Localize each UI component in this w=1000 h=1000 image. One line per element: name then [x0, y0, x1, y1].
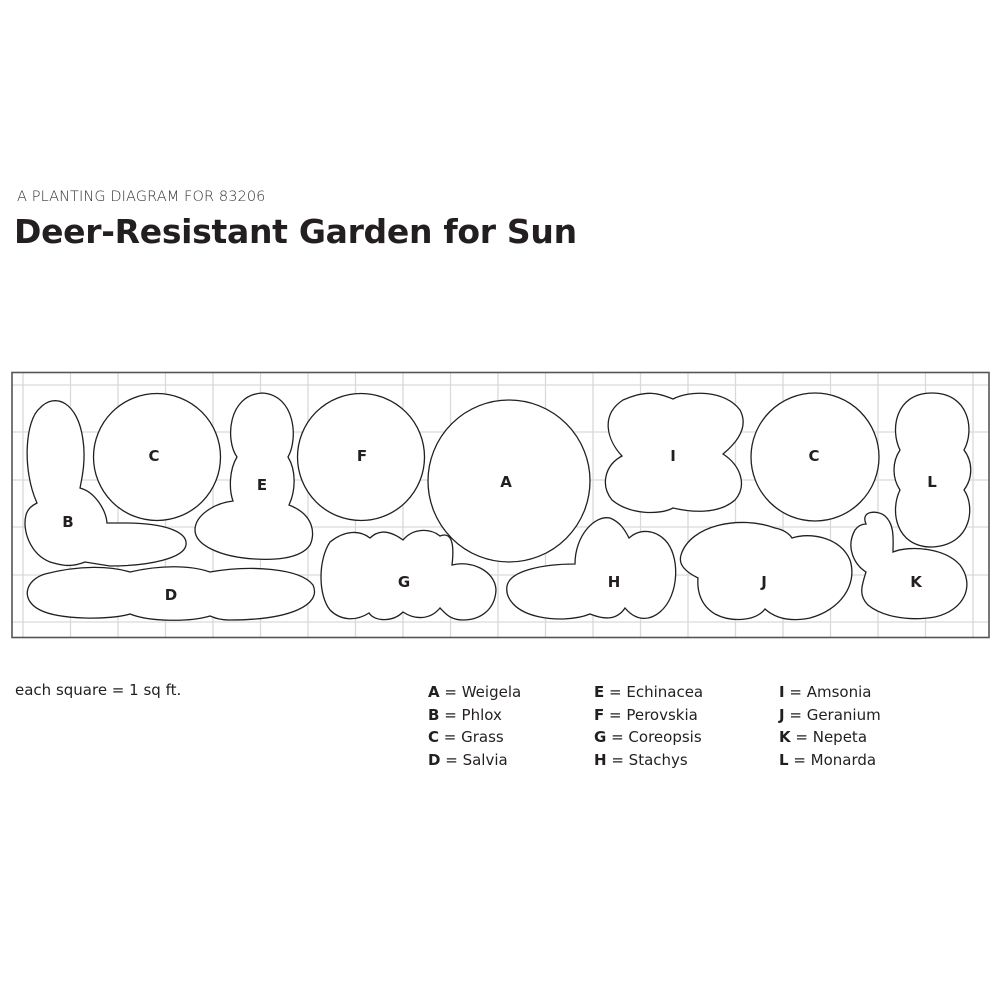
legend-separator: =: [439, 728, 462, 746]
legend-value: Stachys: [628, 750, 688, 769]
label-l: L: [927, 473, 937, 491]
legend-key: H: [594, 750, 607, 769]
legend-item: E = Echinacea: [594, 681, 703, 704]
legend-item: F = Perovskia: [594, 704, 703, 727]
legend-separator: =: [788, 750, 811, 769]
legend-value: Monarda: [810, 750, 877, 769]
scale-note: each square = 1 sq ft.: [15, 681, 182, 699]
label-b: B: [62, 513, 73, 531]
label-i: I: [670, 447, 676, 465]
bed-g-coreopsis: [320, 529, 497, 621]
legend-key: E: [594, 683, 605, 701]
legend-separator: =: [439, 683, 462, 701]
legend-column-1: A = Weigela B = Phlox C = Grass D = Salv…: [428, 681, 521, 771]
label-a: A: [500, 473, 512, 491]
legend-key: B: [428, 705, 440, 724]
bed-e-echinacea: [194, 392, 314, 560]
legend-value: Geranium: [806, 705, 881, 724]
legend-key: I: [779, 683, 785, 701]
legend-separator: =: [604, 705, 627, 724]
legend-item: I = Amsonia: [779, 681, 881, 704]
legend-key: J: [779, 705, 785, 724]
label-j: J: [760, 573, 767, 591]
legend-separator: =: [790, 728, 813, 746]
legend-value: Coreopsis: [628, 728, 702, 746]
bed-c-grass-1: [92, 392, 222, 522]
label-k: K: [910, 573, 923, 591]
label-d: D: [165, 586, 177, 604]
legend-separator: =: [440, 750, 463, 769]
legend-item: K = Nepeta: [779, 726, 881, 749]
legend-value: Echinacea: [626, 683, 704, 701]
legend-separator: =: [606, 728, 629, 746]
bed-border: [11, 371, 990, 639]
legend-value: Weigela: [461, 683, 522, 701]
legend-separator: =: [439, 705, 462, 724]
legend-value: Phlox: [461, 705, 502, 724]
legend-value: Salvia: [462, 750, 508, 769]
bed-h-stachys: [506, 517, 677, 620]
legend-key: K: [779, 728, 791, 746]
legend-value: Grass: [461, 728, 504, 746]
bed-j-geranium: [679, 521, 853, 621]
legend-column-2: E = Echinacea F = Perovskia G = Coreopsi…: [594, 681, 703, 771]
bed-c-grass-2: [750, 392, 880, 522]
legend-key: D: [428, 750, 441, 769]
bed-l-monarda: [893, 392, 972, 548]
label-h: H: [608, 573, 621, 591]
label-g: G: [398, 573, 410, 591]
page-title: Deer-Resistant Garden for Sun: [14, 212, 577, 251]
label-c-1: C: [148, 447, 159, 465]
legend-value: Perovskia: [626, 705, 698, 724]
legend-separator: =: [784, 705, 807, 724]
legend-key: A: [428, 683, 440, 701]
bed-b-phlox: [24, 400, 187, 567]
bed-f-perovskia: [296, 392, 426, 522]
bed-i-amsonia: [604, 392, 744, 514]
legend-item: L = Monarda: [779, 749, 881, 772]
bed-k-nepeta: [850, 511, 968, 620]
legend-value: Amsonia: [806, 683, 872, 701]
legend-item: C = Grass: [428, 726, 521, 749]
label-e: E: [257, 476, 267, 494]
legend-item: J = Geranium: [779, 704, 881, 727]
bed-d-salvia: [26, 566, 316, 621]
legend-key: F: [594, 705, 605, 724]
legend-key: C: [428, 728, 440, 746]
label-f: F: [357, 447, 367, 465]
legend-item: G = Coreopsis: [594, 726, 703, 749]
legend-column-3: I = Amsonia J = Geranium K = Nepeta L = …: [779, 681, 881, 771]
bed-a-weigela: [427, 399, 591, 563]
legend-separator: =: [604, 683, 627, 701]
legend-item: B = Phlox: [428, 704, 521, 727]
legend-key: L: [779, 750, 789, 769]
legend-item: D = Salvia: [428, 749, 521, 772]
label-c-2: C: [808, 447, 819, 465]
legend-separator: =: [606, 750, 629, 769]
bed-labels: B C E F A I C L D G H J K: [62, 447, 937, 604]
legend-value: Nepeta: [812, 728, 868, 746]
legend-separator: =: [784, 683, 807, 701]
legend-item: A = Weigela: [428, 681, 521, 704]
legend-key: G: [594, 728, 607, 746]
diagram-subtitle: A PLANTING DIAGRAM FOR 83206: [17, 189, 266, 205]
legend-item: H = Stachys: [594, 749, 703, 772]
